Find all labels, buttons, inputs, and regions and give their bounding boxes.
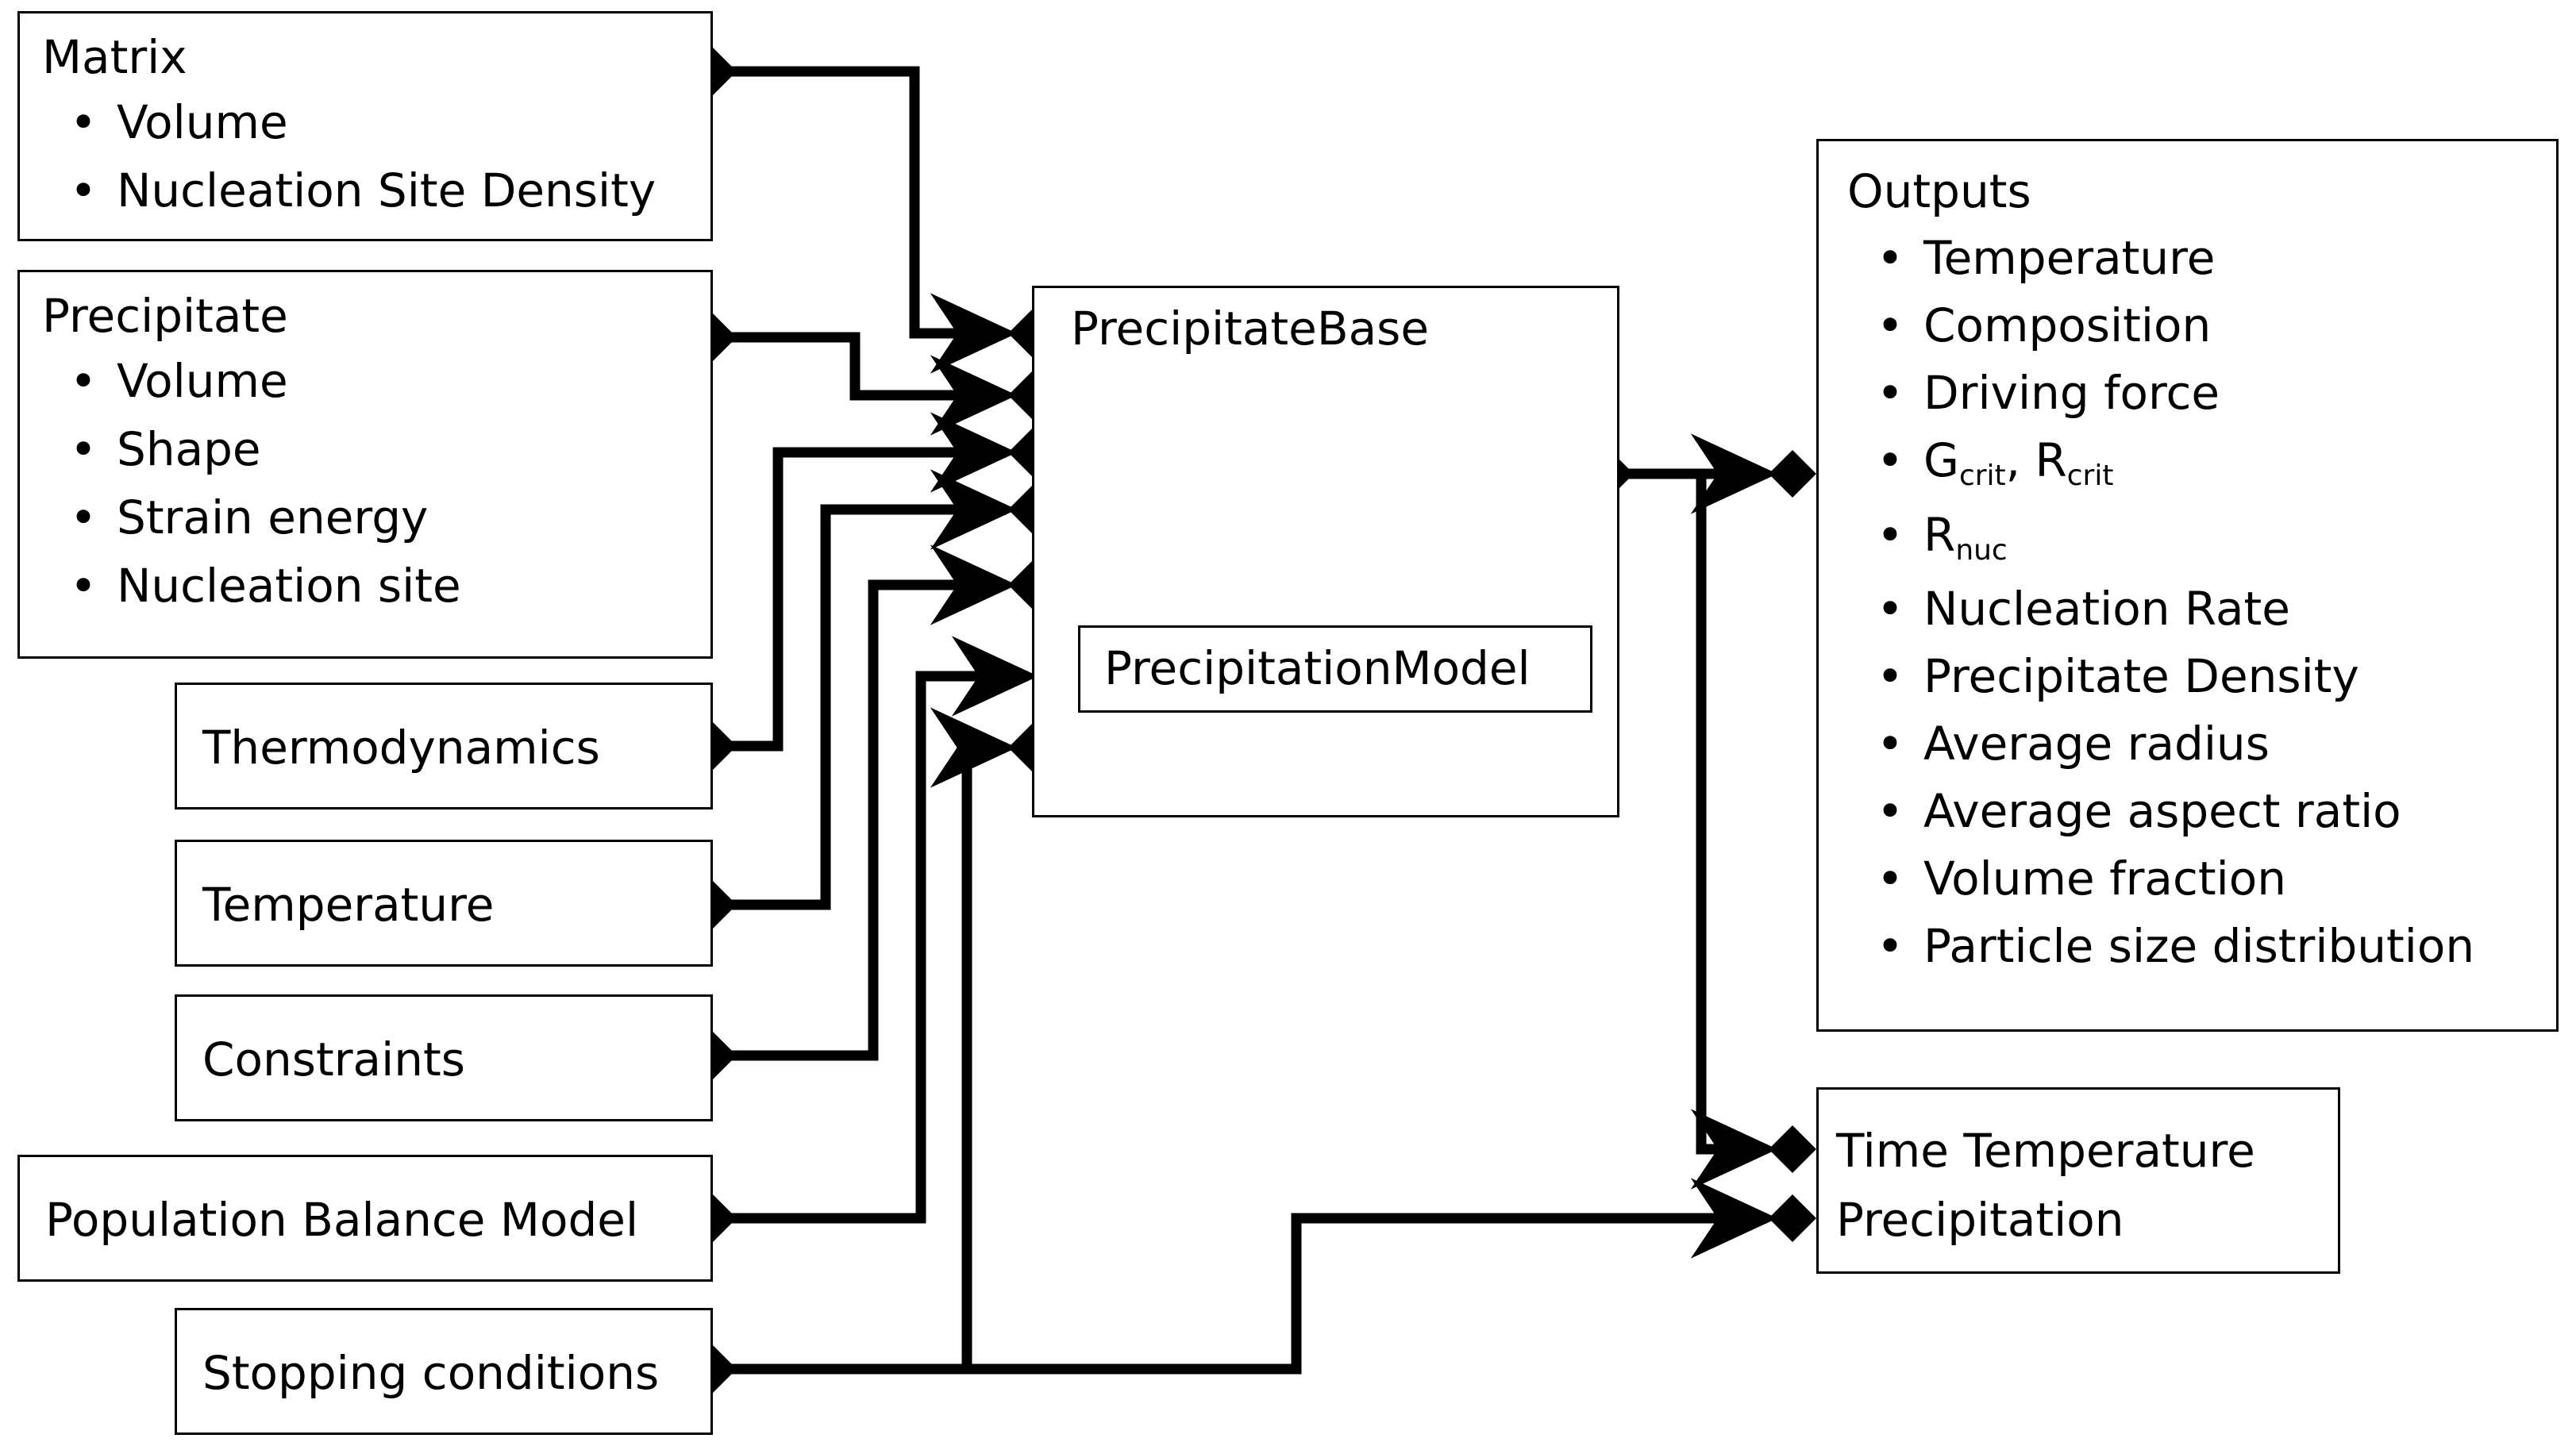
- node-constraints[interactable]: Constraints: [175, 994, 713, 1121]
- time-temperature-label: Time Temperature: [1836, 1124, 2255, 1178]
- precipitate-base-title: PrecipitateBase: [1071, 302, 1430, 356]
- bullet-icon: •: [69, 490, 98, 544]
- matrix-item-list: • Volume • Nucleation Site Density: [67, 99, 703, 213]
- node-precipitate-base[interactable]: PrecipitateBase PrecipitationModel: [1032, 286, 1619, 817]
- precipitate-item-list: • Volume • Shape • Strain energy • Nucle…: [67, 358, 703, 609]
- node-time-temperature-precipitation[interactable]: Time Temperature Precipitation: [1816, 1087, 2340, 1274]
- wire-temperature-to-precipitatebase: [713, 469, 1017, 910]
- bullet-icon: •: [1876, 649, 1904, 704]
- bullet-icon: •: [1876, 852, 1904, 906]
- node-population-balance-model[interactable]: Population Balance Model: [17, 1155, 713, 1282]
- outputs-item-1: Composition: [1923, 298, 2212, 352]
- matrix-title: Matrix: [42, 30, 187, 84]
- constraints-title: Constraints: [202, 1033, 465, 1086]
- wire-stopping-to-precipitation: [713, 1178, 1777, 1375]
- stopping-conditions-title: Stopping conditions: [202, 1346, 660, 1400]
- wire-precipitatebase-to-timetemperature: [1690, 474, 1777, 1190]
- matrix-item-0: Volume: [117, 95, 288, 149]
- node-precipitation-model[interactable]: PrecipitationModel: [1078, 625, 1592, 713]
- outputs-item-2: Driving force: [1923, 366, 2220, 420]
- outputs-item-list: • Temperature • Composition • Driving fo…: [1874, 235, 2557, 969]
- precipitation-label: Precipitation: [1836, 1193, 2124, 1247]
- list-item: • Rnuc: [1874, 512, 2557, 565]
- bullet-icon: •: [1876, 433, 1904, 487]
- list-item: • Temperature: [1874, 235, 2557, 281]
- matrix-item-1: Nucleation Site Density: [117, 163, 657, 217]
- diamond-timetemperature-port: [1769, 1125, 1816, 1173]
- list-item: • Average radius: [1874, 721, 2557, 767]
- list-item: • Precipitate Density: [1874, 653, 2557, 699]
- list-item: • Strain energy: [67, 494, 703, 540]
- bullet-icon: •: [1876, 717, 1904, 771]
- node-matrix[interactable]: Matrix • Volume • Nucleation Site Densit…: [17, 11, 713, 241]
- list-item: • Nucleation Site Density: [67, 167, 703, 213]
- list-item: • Volume: [67, 99, 703, 145]
- outputs-item-0: Temperature: [1923, 231, 2216, 285]
- list-item: • Nucleation Rate: [1874, 586, 2557, 632]
- precipitate-item-3: Nucleation site: [117, 559, 461, 613]
- list-item: • Volume: [67, 358, 703, 404]
- thermodynamics-title: Thermodynamics: [202, 721, 600, 775]
- list-item: • Driving force: [1874, 370, 2557, 416]
- node-thermodynamics[interactable]: Thermodynamics: [175, 683, 713, 810]
- bullet-icon: •: [1876, 298, 1904, 352]
- list-item: • Nucleation site: [67, 563, 703, 609]
- outputs-item-6: Precipitate Density: [1923, 649, 2359, 704]
- precipitate-item-2: Strain energy: [117, 490, 429, 544]
- bullet-icon: •: [69, 422, 98, 476]
- wire-constraints-to-precipitatebase: [713, 544, 1017, 1061]
- list-item: • Composition: [1874, 302, 2557, 348]
- node-temperature[interactable]: Temperature: [175, 840, 713, 967]
- list-item: • Gcrit, Rcrit: [1874, 437, 2557, 490]
- bullet-icon: •: [69, 163, 98, 217]
- bullet-icon: •: [1876, 507, 1904, 562]
- diamond-precipitation-port: [1769, 1194, 1816, 1242]
- temperature-title: Temperature: [202, 878, 495, 932]
- node-precipitate[interactable]: Precipitate • Volume • Shape • Strain en…: [17, 270, 713, 659]
- bullet-icon: •: [1876, 784, 1904, 839]
- node-outputs[interactable]: Outputs • Temperature • Composition • Dr…: [1816, 139, 2559, 1032]
- bullet-icon: •: [69, 559, 98, 613]
- bullet-icon: •: [1876, 231, 1904, 285]
- wire-matrix-to-precipitatebase: [713, 66, 1017, 374]
- wire-precipitate-to-precipitatebase: [713, 332, 1017, 436]
- precipitate-item-0: Volume: [117, 354, 288, 408]
- wire-populationbalance-to-precipitationmodel: [713, 636, 1038, 1224]
- outputs-item-9: Volume fraction: [1923, 852, 2286, 906]
- list-item: • Particle size distribution: [1874, 923, 2557, 969]
- bullet-icon: •: [1876, 366, 1904, 420]
- precipitation-model-title: PrecipitationModel: [1104, 641, 1531, 695]
- node-stopping-conditions[interactable]: Stopping conditions: [175, 1308, 713, 1435]
- bullet-icon: •: [1876, 919, 1904, 974]
- wire-thermodynamics-to-precipitatebase: [713, 412, 1017, 752]
- list-item: • Average aspect ratio: [1874, 788, 2557, 834]
- outputs-item-8: Average aspect ratio: [1923, 784, 2401, 839]
- list-item: • Shape: [67, 426, 703, 472]
- precipitate-item-1: Shape: [117, 422, 261, 476]
- bullet-icon: •: [1876, 582, 1904, 636]
- outputs-title: Outputs: [1847, 164, 2031, 218]
- population-balance-model-title: Population Balance Model: [45, 1193, 639, 1247]
- diamond-outputs-port: [1769, 450, 1816, 498]
- bullet-icon: •: [69, 95, 98, 149]
- bullet-icon: •: [69, 354, 98, 408]
- outputs-item-10: Particle size distribution: [1923, 919, 2475, 974]
- outputs-item-4: Rnuc: [1923, 507, 2008, 567]
- precipitate-title: Precipitate: [42, 289, 288, 343]
- outputs-item-5: Nucleation Rate: [1923, 582, 2290, 636]
- list-item: • Volume fraction: [1874, 856, 2557, 902]
- outputs-item-3: Gcrit, Rcrit: [1923, 433, 2114, 492]
- outputs-item-7: Average radius: [1923, 717, 2270, 771]
